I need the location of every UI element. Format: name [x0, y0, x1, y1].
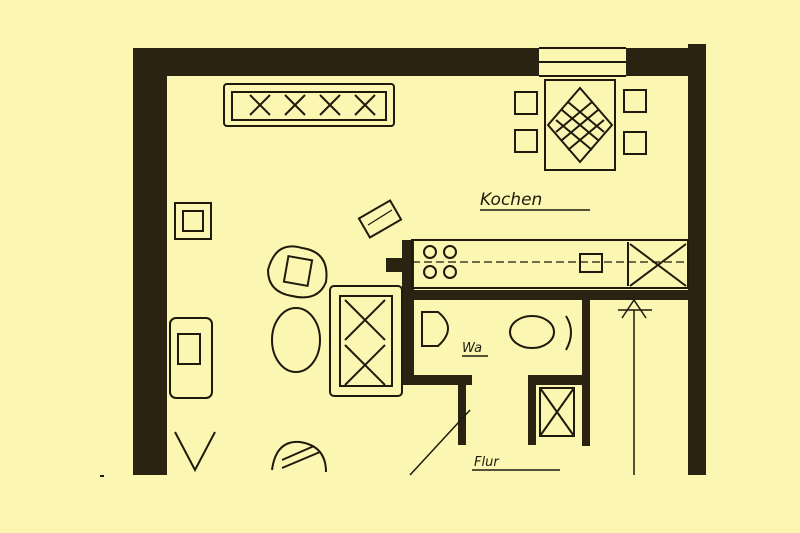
kitchen-counter: [411, 239, 689, 289]
small-table: [174, 202, 212, 240]
wall-kitchen-lower: [402, 290, 688, 300]
bathroom-fixtures: [421, 311, 572, 351]
window-top: [539, 47, 626, 77]
wall-top-left: [133, 48, 539, 76]
side-table: [357, 199, 403, 239]
room-label-bath: Wa: [462, 341, 482, 356]
wall-bath-bottom-right: [528, 375, 588, 385]
interior-walls: [386, 240, 688, 446]
door-swing: [409, 409, 471, 476]
wall-left: [133, 48, 167, 475]
sink: [579, 253, 603, 273]
coffee-table: [271, 307, 321, 373]
chair-1: [514, 91, 538, 115]
wall-hall-mid: [528, 385, 536, 445]
wall-bath-bottom: [402, 375, 472, 385]
desk: [169, 317, 213, 399]
chair-2: [514, 129, 538, 153]
room-label-hall: Flur: [474, 455, 500, 470]
exterior-walls: [133, 44, 706, 475]
stair-arrow: [618, 298, 652, 475]
wall-bath-right: [582, 296, 590, 446]
wall-right: [688, 44, 706, 475]
dining-table: [514, 79, 647, 171]
sofa-middle: [329, 285, 403, 397]
sofa-top: [223, 83, 395, 127]
washbasin: [509, 315, 555, 349]
furniture-lower-left: [174, 431, 216, 473]
wall-stub: [386, 258, 404, 272]
chair-3: [623, 89, 647, 113]
wall-hall-left: [458, 385, 466, 445]
toilet: [421, 311, 449, 347]
room-label-kitchen: Kochen: [480, 190, 542, 210]
shaft: [539, 387, 575, 437]
bed: [271, 440, 327, 473]
armchair: [266, 245, 328, 299]
chair-4: [623, 131, 647, 155]
